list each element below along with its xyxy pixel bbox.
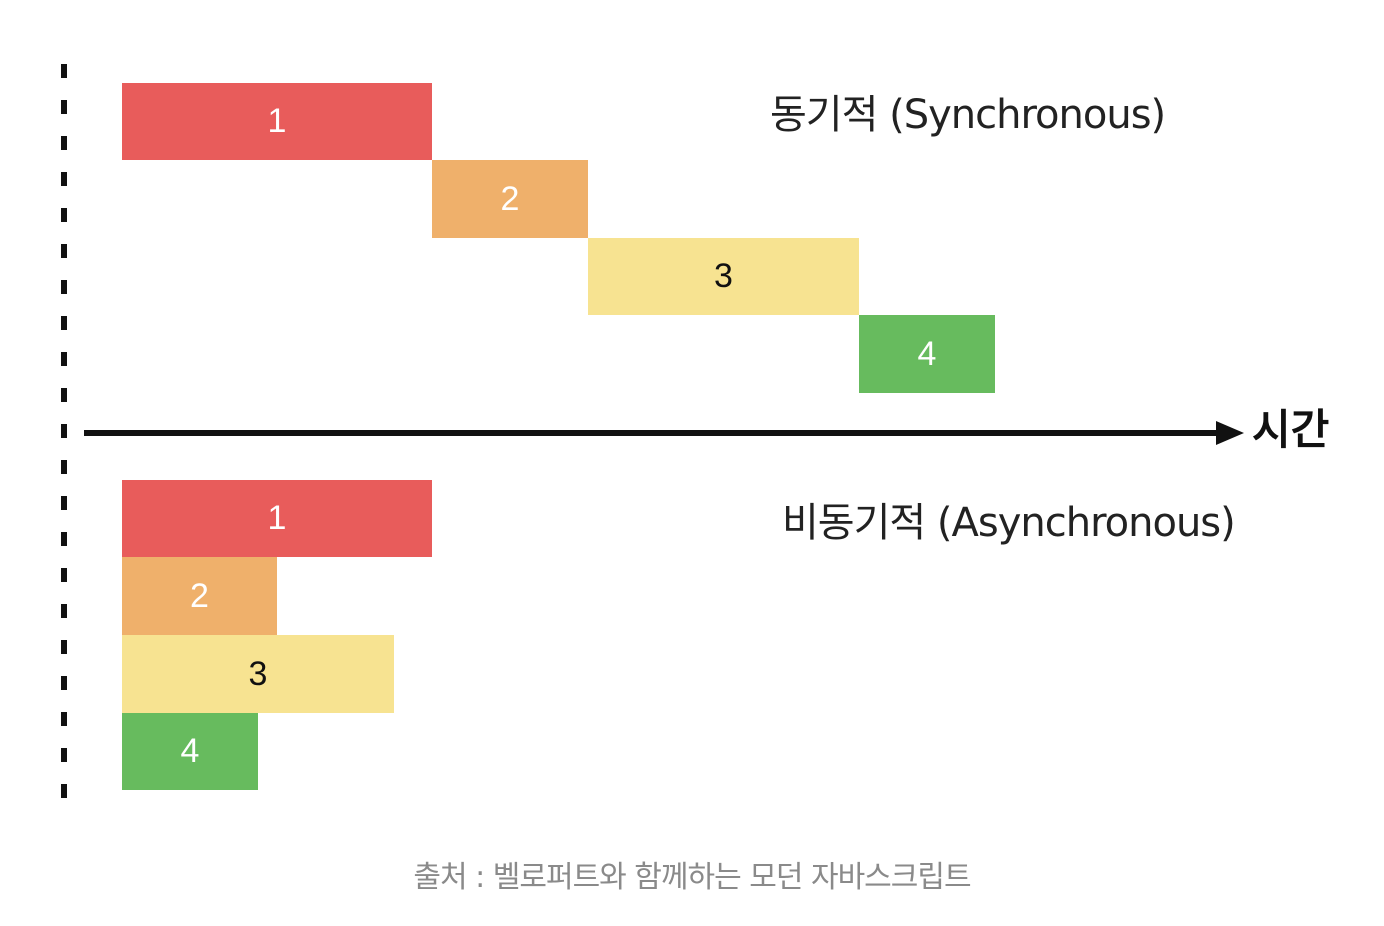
sync-task-1: 1 bbox=[122, 83, 432, 160]
async-task-4-label: 4 bbox=[180, 732, 200, 770]
async-task-3-label: 3 bbox=[248, 654, 268, 693]
source-caption: 출처 : 벨로퍼트와 함께하는 모던 자바스크립트 bbox=[413, 860, 971, 895]
async-task-2-label: 2 bbox=[190, 576, 209, 615]
sync-title: 동기적 (Synchronous) bbox=[770, 92, 1166, 138]
async-task-2: 2 bbox=[122, 557, 277, 635]
sync-task-4: 4 bbox=[859, 315, 995, 393]
sync-task-4-label: 4 bbox=[917, 334, 937, 373]
async-task-1: 1 bbox=[122, 480, 432, 557]
sync-task-2-label: 2 bbox=[500, 179, 520, 218]
sync-task-1-label: 1 bbox=[267, 102, 287, 140]
async-task-4: 4 bbox=[122, 713, 258, 790]
time-axis-arrowhead bbox=[1216, 421, 1244, 445]
async-task-3: 3 bbox=[122, 635, 394, 713]
sync-task-3-label: 3 bbox=[714, 257, 733, 295]
time-axis-label: 시간 bbox=[1252, 405, 1330, 454]
sync-task-2: 2 bbox=[432, 160, 588, 238]
async-task-1-label: 1 bbox=[267, 499, 287, 537]
sync-task-3: 3 bbox=[588, 238, 859, 315]
async-title: 비동기적 (Asynchronous) bbox=[782, 500, 1236, 546]
